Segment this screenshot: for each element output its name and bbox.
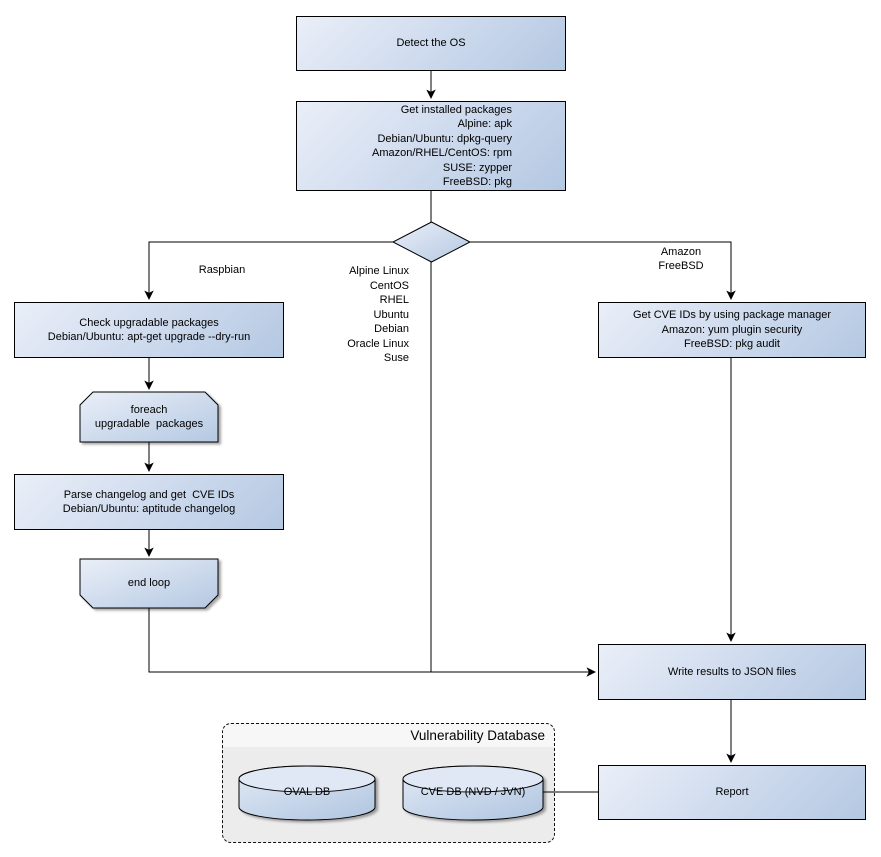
edge-endloop-to-write-json (148, 608, 596, 677)
node-get-cve-ids: Get CVE IDs by using package manager Ama… (598, 302, 866, 358)
node-cve-db: CVE DB (NVD / JVN) (420, 785, 526, 798)
edge-label-raspbian: Raspbian (198, 264, 246, 276)
edge-label-amazon-freebsd: Amazon FreeBSD (658, 246, 704, 272)
node-get-installed-packages: Get installed packages Alpine: apk Debia… (296, 101, 566, 191)
node-oval-db: OVAL DB (283, 785, 331, 798)
decision-diamond (391, 221, 472, 263)
node-end-loop: end loop (127, 577, 171, 590)
node-report: Report (598, 765, 866, 820)
node-foreach-loop: foreach upgradable packages (94, 403, 204, 431)
vulnerability-database-title: Vulnerability Database (410, 728, 545, 743)
node-parse-changelog: Parse changelog and get CVE IDs Debian/U… (14, 474, 284, 530)
node-check-upgradable-packages: Check upgradable packages Debian/Ubuntu:… (14, 302, 284, 358)
node-detect-os: Detect the OS (296, 16, 566, 71)
edge-label-os-list: Alpine Linux CentOS RHEL Ubuntu Debian O… (347, 265, 409, 364)
node-write-results-json: Write results to JSON files (598, 644, 866, 700)
